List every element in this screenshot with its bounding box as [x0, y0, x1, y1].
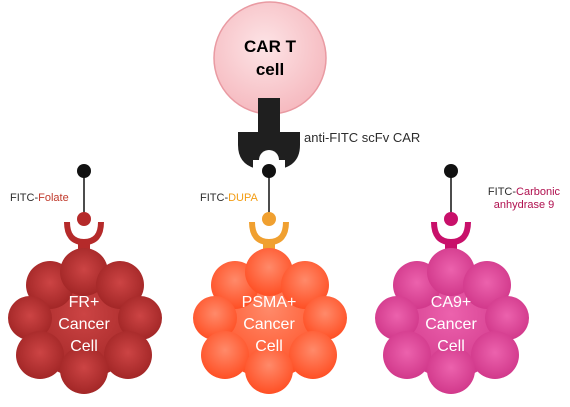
- ligand-name: Folate: [38, 192, 69, 204]
- cell-label-fr: FR+ Cancer Cell: [34, 292, 134, 358]
- ligand-prefix: FITC-: [487, 186, 517, 198]
- cell-line3: Cell: [255, 338, 283, 355]
- ligand-label-ca9: FITC-Carbonic anhydrase 9: [482, 186, 566, 212]
- cell-line3: Cell: [437, 338, 465, 355]
- fitc-ligand-ca9: [444, 164, 458, 226]
- fitc-ligand-folate: [77, 164, 91, 226]
- cell-line1: PSMA+: [241, 294, 297, 311]
- cell-label-ca9: CA9+ Cancer Cell: [401, 292, 501, 358]
- ca9-cancer-cell: [375, 248, 529, 394]
- car-t-line1: CAR T: [244, 37, 296, 56]
- car-receptor: [238, 98, 300, 174]
- cell-line1: CA9+: [430, 294, 472, 311]
- cell-line3: Cell: [70, 338, 98, 355]
- cell-line1: FR+: [68, 294, 100, 311]
- cell-line2: Cancer: [425, 316, 477, 333]
- cell-line2: Cancer: [243, 316, 295, 333]
- ligand-label-folate: FITC-Folate: [10, 192, 69, 205]
- ligand-prefix: FITC-: [10, 192, 39, 204]
- fr-cancer-cell: [8, 248, 162, 394]
- cell-label-psma: PSMA+ Cancer Cell: [219, 292, 319, 358]
- fitc-ligand-dupa: [262, 164, 276, 226]
- car-t-line2: cell: [255, 60, 285, 79]
- ligand-name: DUPA: [228, 192, 258, 204]
- ligand-label-dupa: FITC-DUPA: [200, 192, 258, 205]
- car-t-label: CAR T cell: [214, 35, 326, 81]
- ligand-name-line2: anhydrase 9: [493, 199, 555, 211]
- ligand-prefix: FITC-: [200, 192, 229, 204]
- ligand-name-line1: Carbonic: [516, 186, 561, 198]
- psma-cancer-cell: [193, 248, 347, 394]
- car-label: anti-FITC scFv CAR: [304, 130, 421, 145]
- cell-line2: Cancer: [58, 316, 110, 333]
